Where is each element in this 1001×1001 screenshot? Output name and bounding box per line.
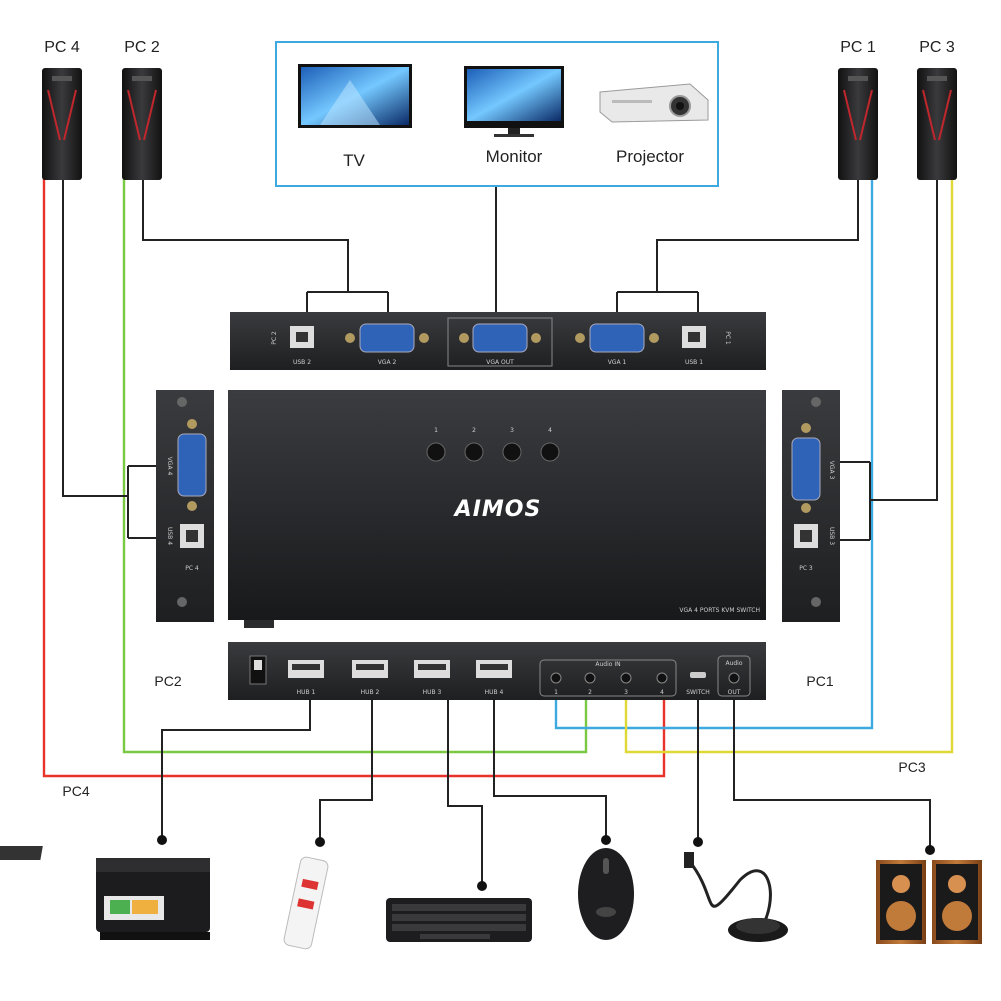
hub3-label: HUB 3 bbox=[423, 689, 442, 696]
left-pc4-label: PC 4 bbox=[185, 565, 199, 572]
pc1-tower: PC 1 bbox=[838, 39, 878, 180]
displays-box: TV Monitor Projector bbox=[275, 41, 719, 187]
pc4-label: PC 4 bbox=[44, 39, 80, 56]
audio-in-3: 3 bbox=[624, 689, 628, 696]
kvm-front-face: 1 2 3 4 AIMOS VGA 4 PORTS KVM SWITCH bbox=[228, 390, 766, 628]
hub1-label: HUB 1 bbox=[297, 689, 316, 696]
bottom-port-panel: HUB 1 HUB 2 HUB 3 HUB 4 Audio IN 1 2 3 4… bbox=[228, 642, 766, 700]
model-label: VGA 4 PORTS KVM SWITCH bbox=[679, 607, 760, 614]
select-button-4 bbox=[540, 442, 560, 462]
pc1-label: PC 1 bbox=[840, 39, 876, 56]
out-label: OUT bbox=[728, 689, 741, 696]
hub2-label: HUB 2 bbox=[361, 689, 380, 696]
audio-out-port bbox=[728, 672, 740, 684]
usb4-label: USB 4 bbox=[166, 527, 173, 545]
usb2-label: USB 2 bbox=[293, 359, 311, 366]
side-label-pc4: PC4 bbox=[62, 783, 89, 799]
audio-in-2: 2 bbox=[588, 689, 592, 696]
pc3-label: PC 3 bbox=[919, 39, 955, 56]
vga4-port bbox=[177, 433, 207, 497]
top-pc1-side-label: PC 1 bbox=[724, 331, 731, 345]
pc1-blue-cable bbox=[554, 178, 874, 730]
remote-switch-icon bbox=[684, 852, 788, 942]
pc3-yellow-cable bbox=[624, 178, 954, 754]
button-2-label: 2 bbox=[472, 427, 476, 434]
mouse-icon bbox=[578, 848, 634, 940]
select-button-1 bbox=[426, 442, 446, 462]
vga-out-port bbox=[472, 323, 528, 353]
switch-port bbox=[690, 672, 706, 678]
button-1-label: 1 bbox=[434, 427, 438, 434]
printer-icon bbox=[0, 846, 210, 940]
select-button-3 bbox=[502, 442, 522, 462]
projector-icon bbox=[599, 83, 709, 123]
side-label-pc1: PC1 bbox=[806, 673, 833, 689]
vga1-label: VGA 1 bbox=[608, 359, 627, 366]
top-port-panel: PC 2 PC 1 USB 2 VGA 2 VGA OUT VGA 1 USB … bbox=[230, 312, 766, 370]
tv-label: TV bbox=[343, 151, 365, 170]
audio-in-label: Audio IN bbox=[595, 661, 620, 668]
audio-label: Audio bbox=[725, 660, 742, 667]
switch-label: SWITCH bbox=[686, 689, 710, 696]
vga3-label: VGA 3 bbox=[828, 461, 835, 480]
cable-end-dots bbox=[157, 835, 935, 891]
pc2-green-cable bbox=[122, 178, 588, 754]
usb3-label: USB 3 bbox=[828, 527, 835, 545]
keyboard-icon bbox=[386, 898, 532, 942]
pc3-tower: PC 3 bbox=[917, 39, 957, 180]
right-port-panel: VGA 3 USB 3 PC 3 bbox=[782, 390, 840, 622]
brand-logo: AIMOS bbox=[453, 497, 542, 522]
pc2-tower: PC 2 bbox=[122, 39, 162, 180]
vga-out-label: VGA OUT bbox=[486, 359, 514, 366]
audio-in-4: 4 bbox=[660, 689, 664, 696]
monitor-label: Monitor bbox=[486, 147, 543, 166]
black-cables bbox=[62, 178, 938, 884]
usb1-label: USB 1 bbox=[685, 359, 703, 366]
monitor-icon bbox=[464, 66, 564, 137]
pc4-tower: PC 4 bbox=[42, 39, 82, 180]
vga2-port bbox=[359, 323, 415, 353]
pc4-red-cable bbox=[42, 178, 666, 778]
hub4-label: HUB 4 bbox=[485, 689, 504, 696]
vga3-port bbox=[791, 437, 821, 501]
vga4-label: VGA 4 bbox=[166, 457, 173, 476]
cables bbox=[42, 178, 954, 778]
vga1-port bbox=[589, 323, 645, 353]
left-port-panel: VGA 4 USB 4 PC 4 bbox=[156, 390, 214, 622]
right-pc3-label: PC 3 bbox=[799, 565, 813, 572]
pc2-label: PC 2 bbox=[124, 39, 160, 56]
audio-in-1: 1 bbox=[554, 689, 558, 696]
tv-icon bbox=[298, 64, 412, 128]
projector-label: Projector bbox=[616, 147, 684, 166]
top-pc2-side-label: PC 2 bbox=[271, 331, 278, 345]
side-label-pc3: PC3 bbox=[898, 759, 925, 775]
button-4-label: 4 bbox=[548, 427, 552, 434]
button-3-label: 3 bbox=[510, 427, 514, 434]
vga2-label: VGA 2 bbox=[378, 359, 397, 366]
select-button-2 bbox=[464, 442, 484, 462]
card-reader-icon bbox=[283, 856, 329, 950]
speakers-icon bbox=[876, 860, 982, 944]
side-label-pc2: PC2 bbox=[154, 673, 181, 689]
